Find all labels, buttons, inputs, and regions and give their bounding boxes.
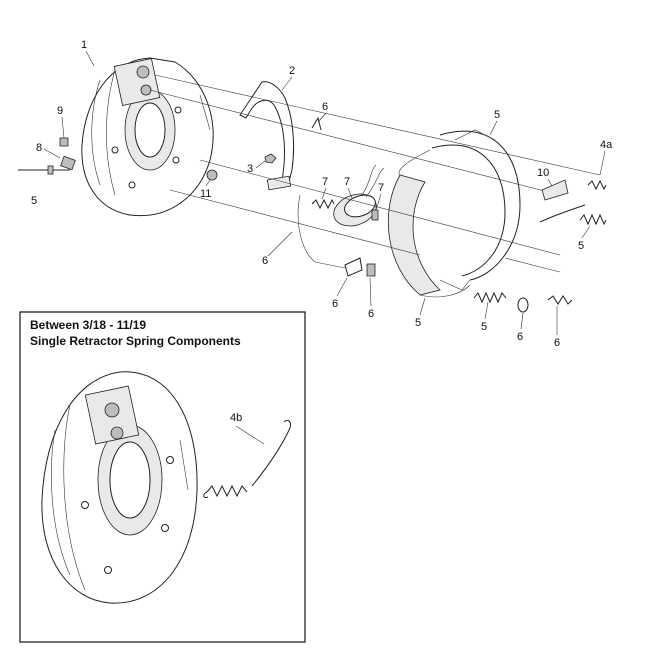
spring-small-7-left xyxy=(311,198,335,210)
assembly-lines xyxy=(149,74,601,273)
spring-6-bottom xyxy=(547,295,573,305)
bushing-6 xyxy=(366,263,376,277)
inset-title-line1: Between 3/18 - 11/19 xyxy=(30,318,146,332)
backing-plate xyxy=(81,57,214,217)
spring-4a xyxy=(587,179,607,191)
inset-backing-plate xyxy=(41,371,198,604)
callout-1: 1 xyxy=(81,39,87,51)
callout-6-cup: 6 xyxy=(517,331,523,343)
callout-5-spring-right: 5 xyxy=(578,240,584,252)
part-9 xyxy=(59,137,69,147)
spring-parts xyxy=(311,179,607,305)
callout-6-lever-b: 6 xyxy=(368,308,374,320)
pin-7-right xyxy=(371,209,379,221)
callout-11: 11 xyxy=(200,188,211,200)
part-10 xyxy=(541,179,569,201)
callout-7-mid: 7 xyxy=(344,176,350,188)
brake-shoe-assembly xyxy=(387,129,521,298)
callout-4b: 4b xyxy=(230,412,242,424)
cup-6 xyxy=(517,297,529,313)
callout-2: 2 xyxy=(289,65,295,77)
part-11 xyxy=(206,169,218,181)
part-8 xyxy=(60,155,76,171)
spring-5-mid xyxy=(473,291,507,304)
lever-6 xyxy=(344,257,363,277)
inset-title-line2: Single Retractor Spring Components xyxy=(30,334,241,348)
callout-7-right: 7 xyxy=(378,182,384,194)
callout-6-cable: 6 xyxy=(262,255,268,267)
inset-spring-4b xyxy=(203,419,291,498)
callout-5-left: 5 xyxy=(31,195,37,207)
callout-4a: 4a xyxy=(600,139,613,151)
callout-8: 8 xyxy=(36,142,42,154)
callout-9: 9 xyxy=(57,105,63,117)
callout-6-top: 6 xyxy=(322,101,328,113)
magnet-assembly xyxy=(333,164,385,227)
spring-5-right xyxy=(579,213,607,226)
hardware xyxy=(18,116,569,313)
callout-5-shoe-bottom: 5 xyxy=(415,317,421,329)
clip-6-top xyxy=(311,116,322,131)
callout-5-shoe-top: 5 xyxy=(494,109,500,121)
callout-6-spring: 6 xyxy=(554,337,560,349)
part-3 xyxy=(264,153,277,164)
callout-7-left: 7 xyxy=(322,176,328,188)
inset-panel: Between 3/18 - 11/19 Single Retractor Sp… xyxy=(19,311,306,643)
callout-3: 3 xyxy=(247,163,253,175)
callout-labels: 1 2 3 4a 5 5 5 5 5 6 6 6 6 6 6 7 7 7 8 xyxy=(31,39,613,349)
callout-10: 10 xyxy=(537,167,549,179)
spring-hook-4a xyxy=(539,204,586,223)
callout-5-spring-mid: 5 xyxy=(481,321,487,333)
callout-6-lever-a: 6 xyxy=(332,298,338,310)
